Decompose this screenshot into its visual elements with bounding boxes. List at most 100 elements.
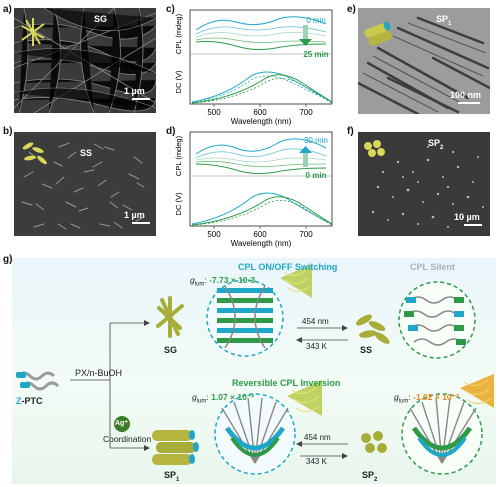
- panel-d-cpl-curve: [195, 163, 327, 175]
- panel-d-tick: 600: [253, 230, 267, 239]
- panel-d-frame: [189, 131, 333, 227]
- z-ptc-label: Z-PTC: [16, 396, 43, 406]
- panel-e-scale: 100 nm: [450, 90, 482, 100]
- panel-d-dc-curve: [191, 192, 333, 225]
- panel-d-ylabel-top: CPL (mdeg): [174, 135, 183, 176]
- panel-e-tem-image: SP1 100 nm: [358, 8, 490, 114]
- sg-icon: [21, 18, 45, 46]
- sp2-core-band: [411, 426, 473, 451]
- inversion-light-condition: 454 nm: [304, 433, 331, 442]
- sp2-helix-circle: [401, 393, 483, 475]
- switch-heat-condition: 343 K: [306, 342, 327, 351]
- cpl-emission-icon: [280, 264, 312, 298]
- panel-d-dc-curve: [191, 200, 333, 226]
- z-ptc-molecule-icon: [16, 371, 60, 391]
- glum-sp1: glum: 1.07 × 10⁻²: [192, 392, 255, 405]
- panel-a-sem-image: SG 1 µm: [14, 8, 156, 113]
- inversion-title: Reversible CPL Inversion: [232, 378, 341, 388]
- cpl-inverted-emission-icon: [460, 374, 494, 408]
- sp1-label: SP1: [164, 470, 180, 483]
- panel-c-ylabel-top: CPL (mdeg): [174, 13, 183, 54]
- panel-b-scale-bar: [132, 222, 150, 224]
- panel-c-dc-curve: [191, 78, 333, 104]
- sem-spheres-f: [358, 132, 490, 236]
- panel-a-label: a): [3, 4, 12, 15]
- panel-c-xlabel: Wavelength (nm): [231, 117, 292, 126]
- panel-c-time-arrow: [303, 25, 308, 39]
- sp2-sphere-icon: [361, 431, 387, 453]
- panel-c-plot: 0 min 25 min 500 600 700 Wavelength (nm)…: [174, 9, 333, 126]
- sem-fibers-a: [14, 8, 156, 113]
- switch-title: CPL ON/OFF Switching: [238, 262, 338, 272]
- panel-c-tick: 700: [299, 108, 313, 117]
- tem-bundles-e: [358, 8, 490, 114]
- panel-d-time-end: 0 min: [306, 171, 327, 180]
- glum-sg: glum: -7.73 × 10-3: [190, 275, 256, 288]
- sp1-core-band: [224, 426, 286, 451]
- switch-light-condition: 454 nm: [302, 317, 329, 326]
- panel-c-cpl-curve: [195, 37, 327, 44]
- panel-c-ylabel-bottom: DC (V): [174, 70, 183, 93]
- ss-spindle-icon: [356, 314, 390, 344]
- panel-c-tick: 500: [207, 108, 221, 117]
- sg-fiber-icon: [156, 296, 184, 338]
- panel-f-scale-bar: [464, 224, 482, 226]
- panel-c-time-end: 25 min: [303, 50, 328, 59]
- panel-c-tick: 600: [253, 108, 267, 117]
- panel-d-time-arrow: [303, 153, 308, 167]
- panel-c-cpl-curve: [195, 26, 327, 35]
- sp1-tube-icon: [152, 430, 199, 465]
- panel-b-label: b): [3, 126, 13, 137]
- panel-g-label: g): [3, 254, 13, 265]
- panel-d-cpl-curve: [195, 157, 327, 163]
- ss-label: SS: [360, 345, 373, 355]
- panel-d-cpl-curve: [195, 148, 327, 159]
- sg-label: SG: [164, 345, 178, 355]
- panel-c-cpl-curve: [195, 32, 327, 38]
- inversion-heat-condition: 343 K: [306, 457, 327, 466]
- sp2-label: SP2: [362, 470, 378, 483]
- coordination-label: Coordination: [103, 434, 152, 444]
- scheme-diagram: [16, 264, 494, 475]
- ss-silent-circle: [398, 281, 476, 359]
- panel-c-dc-curve: [191, 71, 333, 103]
- panel-c-time-arrowhead: [299, 39, 312, 46]
- cpl-silent-label: CPL Silent: [410, 262, 455, 272]
- panel-f-sample: SP2: [428, 138, 444, 151]
- panel-d-label: d): [166, 126, 176, 137]
- panel-c-cpl-curve: [195, 41, 327, 51]
- panel-e-sample: SP1: [436, 14, 452, 27]
- panel-d-dc-curve: [191, 196, 333, 226]
- sem-rods-b: [14, 132, 156, 236]
- ag-ion-label: Ag⁺: [115, 420, 129, 427]
- panel-d-tick: 700: [299, 230, 313, 239]
- panel-b-scale: 1 µm: [124, 210, 145, 220]
- panel-e-scale-bar: [458, 102, 480, 104]
- panel-f-label: f): [347, 126, 354, 137]
- panel-b-sem-image: SS 1 µm: [14, 132, 156, 236]
- panel-d-ylabel-bottom: DC (V): [174, 192, 183, 215]
- panel-c-time-start: 0 min: [306, 16, 326, 25]
- ss-icon: [22, 142, 47, 165]
- panel-a-scale: 1 µm: [124, 86, 145, 96]
- panel-f-sem-image: SP2 10 µm: [358, 132, 490, 236]
- glum-sp2: glum: -1.02 × 10⁻²: [394, 392, 459, 405]
- panel-c-dc-curve: [191, 75, 333, 103]
- panel-a-sample: SG: [94, 14, 108, 24]
- panel-c-cpl-curve: [195, 16, 327, 31]
- ag-ion-icon: [114, 416, 130, 432]
- panel-c-label: c): [166, 4, 175, 15]
- panel-d-time-start: 30 min: [304, 136, 328, 145]
- panel-b-sample: SS: [80, 148, 93, 158]
- panel-d-plot: 30 min 0 min 500 600 700 Wavelength (nm)…: [174, 131, 333, 248]
- panel-d-time-arrowhead: [299, 146, 312, 153]
- sp1-helix-circle: [214, 393, 296, 475]
- sp1-icon: [364, 21, 392, 46]
- panel-d-tick: 500: [207, 230, 221, 239]
- panel-e-label: e): [347, 4, 356, 15]
- panel-a-scale-bar: [132, 98, 150, 100]
- cpl-emission-icon: [287, 380, 322, 416]
- panel-c-dc-curve: [191, 74, 333, 104]
- sp2-icon: [364, 140, 385, 157]
- panel-c-frame: [189, 9, 333, 105]
